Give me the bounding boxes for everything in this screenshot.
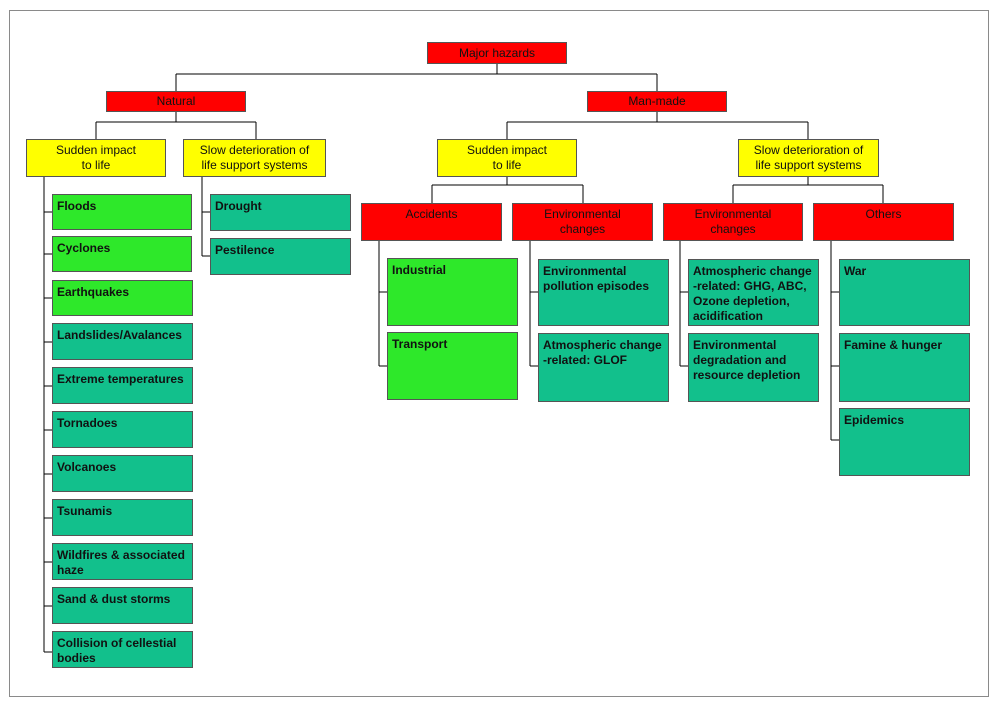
leaf-tornadoes: Tornadoes	[52, 411, 193, 448]
connector-natural	[95, 112, 257, 139]
node-manmade-sudden-impact: Sudden impact to life	[437, 139, 577, 177]
node-natural-slow-deterioration: Slow deterioration of life support syste…	[183, 139, 326, 177]
node-major-hazards: Major hazards	[427, 42, 567, 64]
leaf-env-pollution-episodes: Environmental pollution episodes	[538, 259, 669, 326]
diagram-frame	[9, 10, 989, 697]
connector-mm-sudden	[431, 177, 584, 203]
connector-natural-slow-list	[201, 177, 210, 257]
connector-env-slow-list	[679, 241, 688, 367]
leaf-cyclones: Cyclones	[52, 236, 192, 272]
leaf-industrial: Industrial	[387, 258, 518, 326]
leaf-atmospheric-ghg: Atmospheric change -related: GHG, ABC, O…	[688, 259, 819, 326]
connector-env-sudden-list	[529, 241, 538, 367]
leaf-env-degradation: Environmental degradation and resource d…	[688, 333, 819, 402]
leaf-volcanoes: Volcanoes	[52, 455, 193, 492]
leaf-war: War	[839, 259, 970, 326]
leaf-earthquakes: Earthquakes	[52, 280, 193, 316]
node-others: Others	[813, 203, 954, 241]
connector-others-list	[830, 241, 839, 441]
connector-manmade	[506, 112, 809, 139]
leaf-wildfires: Wildfires & associated haze	[52, 543, 193, 580]
leaf-pestilence: Pestilence	[210, 238, 351, 275]
node-accidents: Accidents	[361, 203, 502, 241]
node-man-made: Man-made	[587, 91, 727, 112]
leaf-atmospheric-glof: Atmospheric change -related: GLOF	[538, 333, 669, 402]
leaf-drought: Drought	[210, 194, 351, 231]
node-env-changes-sudden: Environmental changes	[512, 203, 653, 241]
node-env-changes-slow: Environmental changes	[663, 203, 803, 241]
leaf-tsunamis: Tsunamis	[52, 499, 193, 536]
leaf-floods: Floods	[52, 194, 192, 230]
node-natural: Natural	[106, 91, 246, 112]
connector-natural-sudden-list	[43, 177, 52, 653]
leaf-sand-dust-storms: Sand & dust storms	[52, 587, 193, 624]
node-manmade-slow-deterioration: Slow deterioration of life support syste…	[738, 139, 879, 177]
leaf-epidemics: Epidemics	[839, 408, 970, 476]
connector-root	[175, 64, 658, 91]
leaf-transport: Transport	[387, 332, 518, 400]
connector-mm-slow	[732, 177, 884, 203]
leaf-collision-celestial-bodies: Collision of cellestial bodies	[52, 631, 193, 668]
leaf-extreme-temperatures: Extreme temperatures	[52, 367, 193, 404]
leaf-famine-hunger: Famine & hunger	[839, 333, 970, 402]
leaf-landslides: Landslides/Avalances	[52, 323, 193, 360]
node-natural-sudden-impact: Sudden impact to life	[26, 139, 166, 177]
connector-accidents-list	[378, 241, 387, 367]
